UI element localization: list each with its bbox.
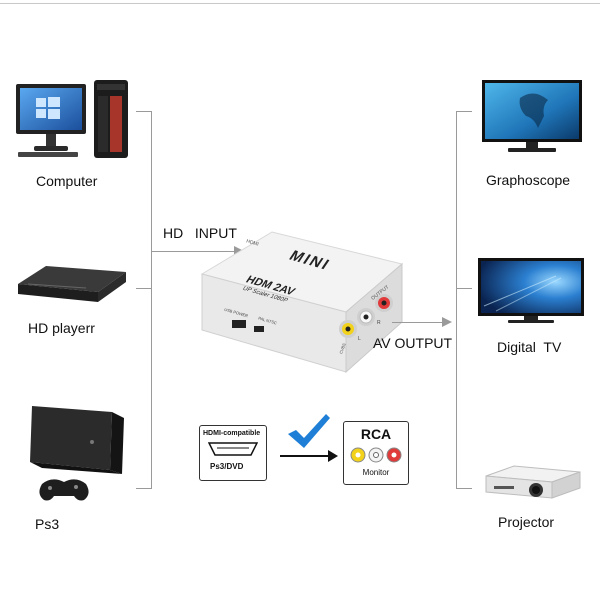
hd-player-icon [18, 266, 126, 302]
rca-title: RCA [360, 426, 392, 442]
hd-player-label: HD playerr [28, 320, 95, 336]
rca-sub: Monitor [362, 468, 390, 477]
projector-label: Projector [498, 514, 555, 530]
rca-connectors-icon [350, 447, 402, 463]
compat-arrow-line [280, 455, 330, 457]
computer-icon [16, 80, 128, 158]
digital-tv-label: Digital TV [497, 339, 562, 355]
output-label: AV OUTPUT [373, 335, 453, 351]
right-bracket-bottom [456, 488, 472, 489]
computer-label: Computer [36, 173, 98, 189]
converter-box [196, 226, 416, 374]
hdmi-compatible-box: HDMI-compatible Ps3/DVD [199, 425, 267, 481]
ps3-label: Ps3 [35, 516, 60, 532]
ps3-console-icon [30, 406, 124, 501]
compat-arrow-head-icon [328, 450, 338, 462]
digital-tv-device [476, 256, 586, 326]
converter-port-label-l: L [358, 336, 361, 342]
rca-monitor-box: RCA Monitor [343, 421, 409, 485]
digital-tv-icon [478, 258, 584, 323]
output-arrow-line [392, 322, 446, 323]
hd-player-device [16, 262, 128, 306]
projector-device [480, 464, 584, 504]
rca-port-red-icon [375, 294, 393, 312]
graphoscope-label: Graphoscope [486, 172, 571, 188]
left-bracket-top [136, 111, 152, 112]
ps3-controller-icon [39, 479, 89, 501]
output-arrow-head-icon [442, 317, 452, 327]
hdmi-compatible-title: HDMI-compatible [203, 430, 261, 437]
input-label: HD INPUT [163, 225, 237, 241]
right-bracket-vertical [456, 111, 457, 489]
graphoscope-tv-icon [482, 80, 582, 152]
left-bracket-bottom [136, 488, 152, 489]
right-bracket-top [456, 111, 472, 112]
hdmi-compatible-sub: Ps3/DVD [210, 462, 244, 471]
computer-device [12, 78, 132, 162]
input-arrow-line [152, 251, 238, 252]
checkmark-icon [284, 412, 332, 450]
top-divider [0, 3, 600, 4]
converter-port-label-r: R [377, 320, 381, 326]
left-bracket-mid [136, 288, 152, 289]
hdmi-port-icon [208, 442, 258, 456]
right-bracket-mid [456, 288, 472, 289]
left-bracket-vertical [151, 111, 152, 489]
rca-port-yellow-icon [339, 320, 357, 338]
projector-icon [485, 465, 581, 499]
rca-port-white-icon [357, 308, 375, 326]
graphoscope-device [480, 78, 584, 158]
input-arrow-head-icon [234, 246, 244, 256]
ps3-device [22, 402, 130, 504]
